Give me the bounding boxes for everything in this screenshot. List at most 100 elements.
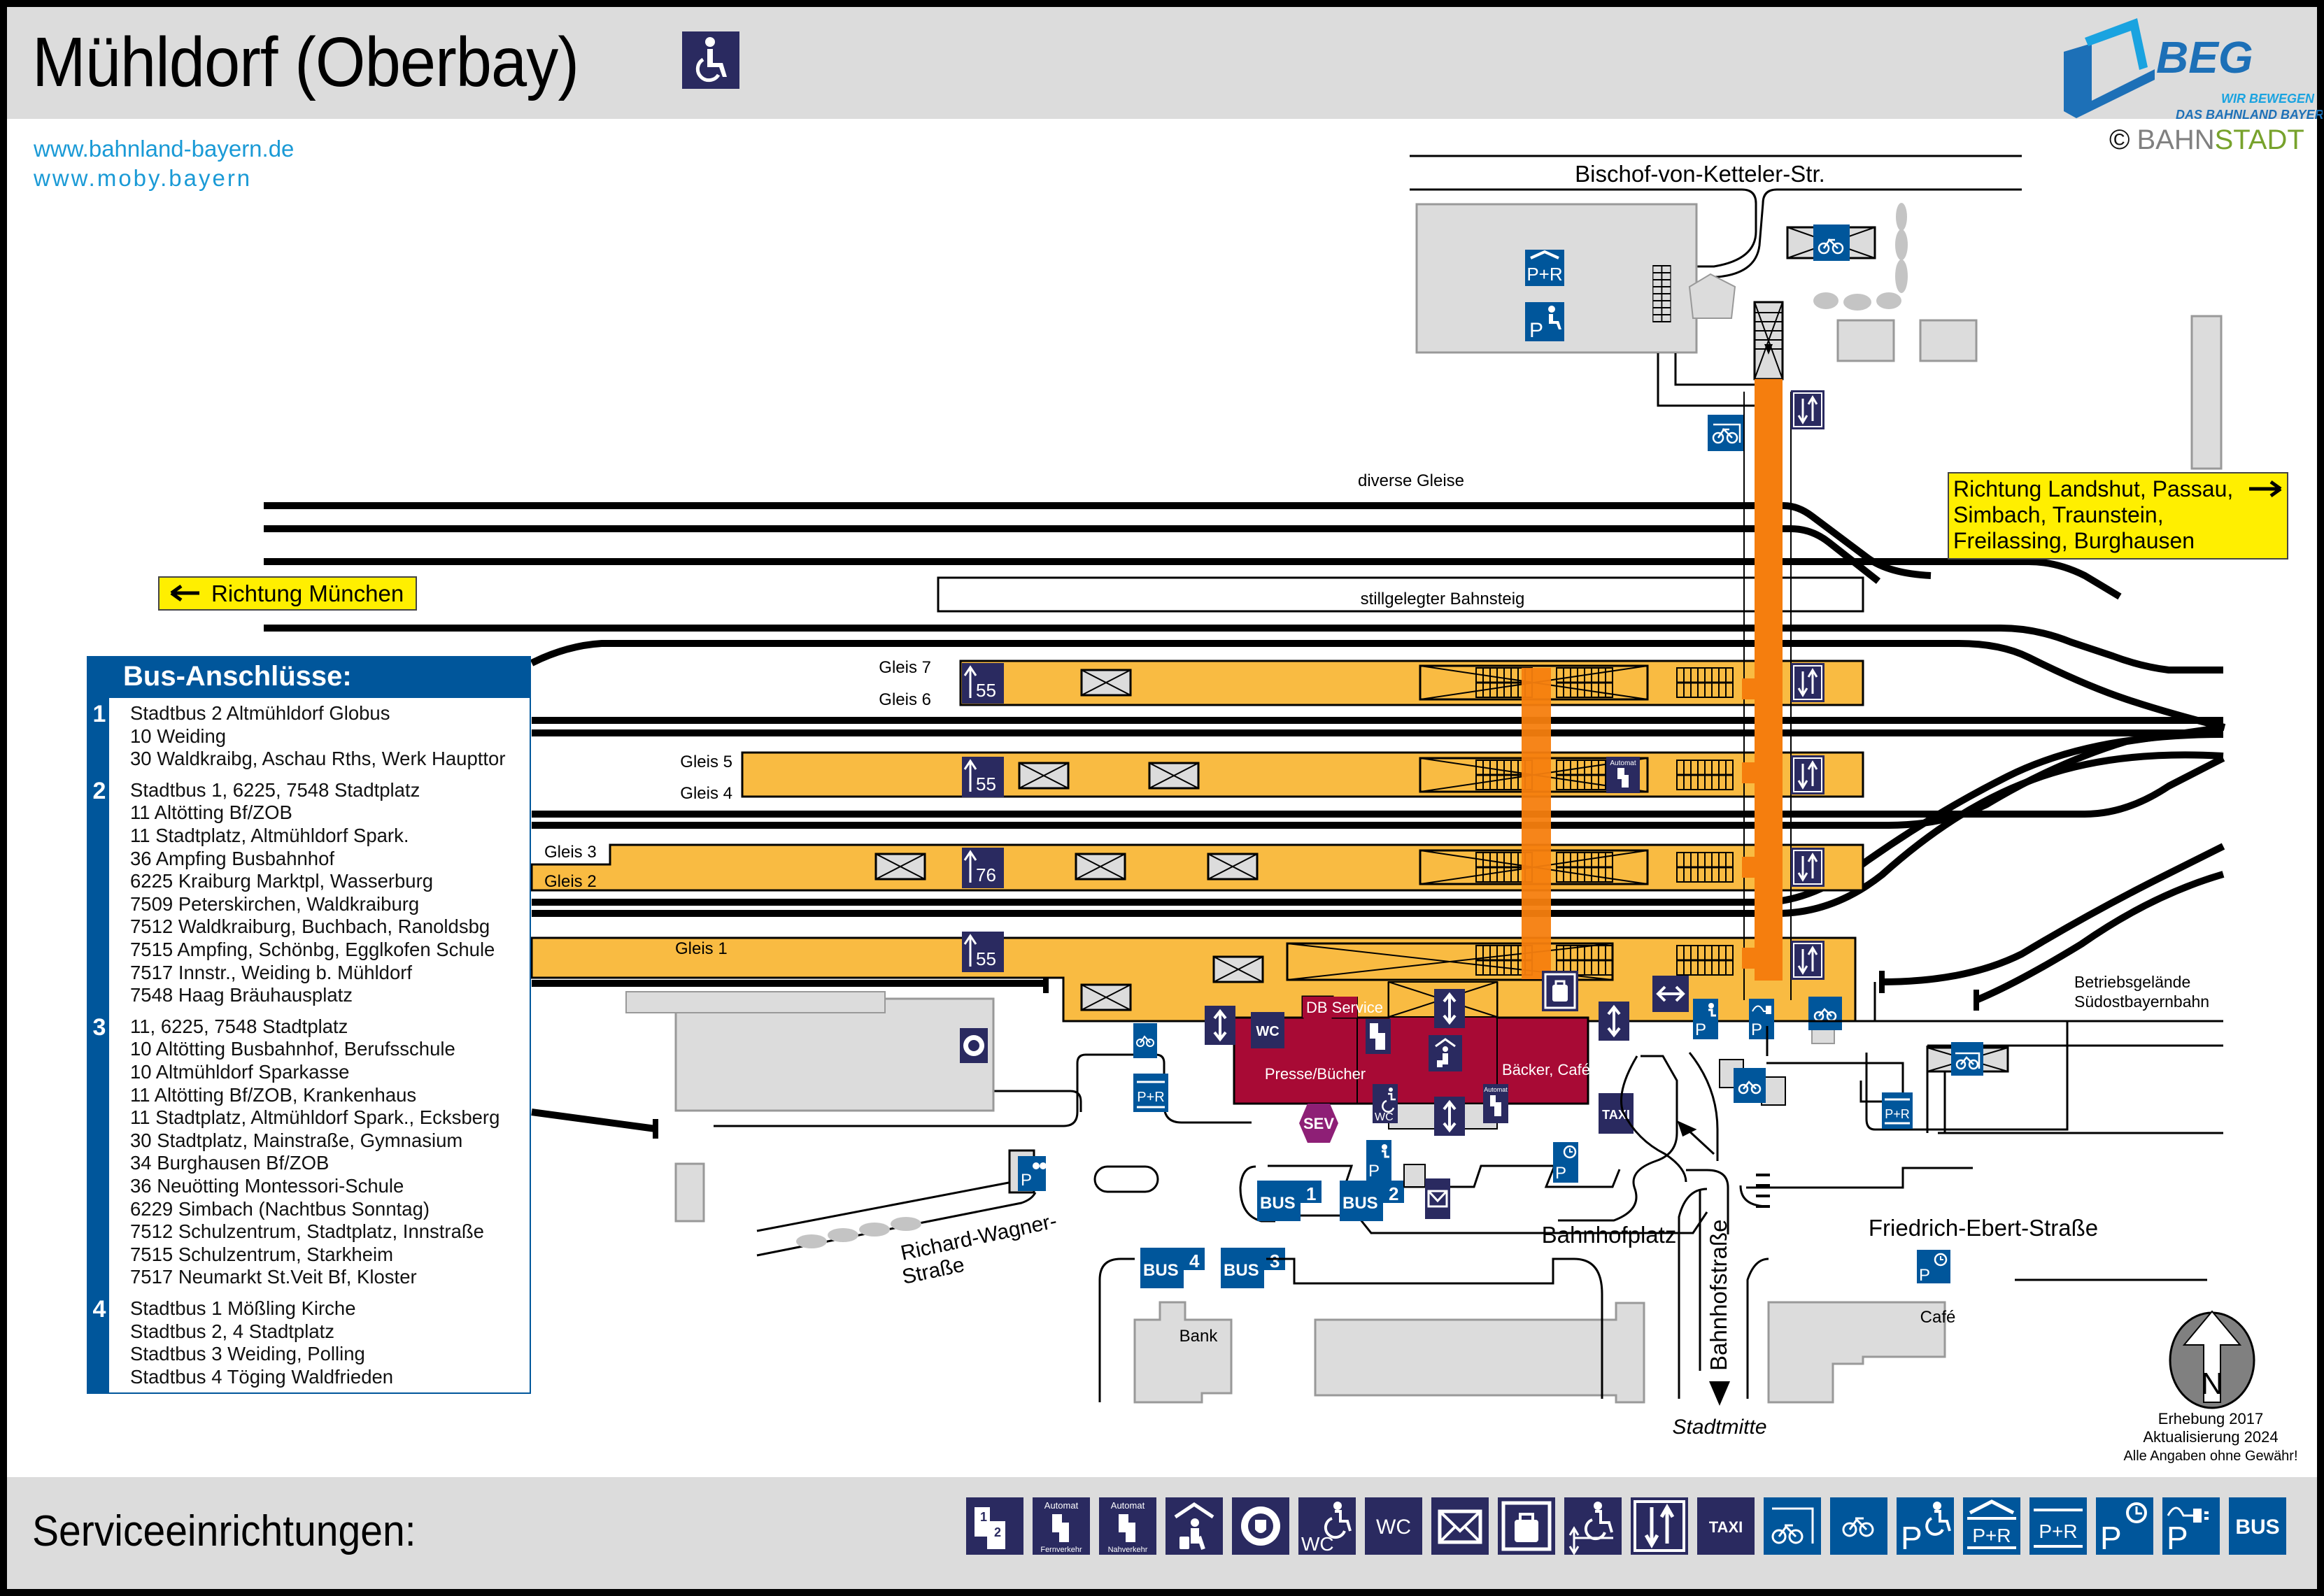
accessible-wc-icon: WC [1298, 1497, 1356, 1555]
bus-connections-title: Bus-Anschlüsse: [87, 656, 531, 697]
svg-text:Automat: Automat [1111, 1500, 1145, 1511]
bus-stop-2[interactable]: BUS 2 [1340, 1181, 1404, 1221]
accessible-parking-east[interactable]: P [1693, 999, 1718, 1039]
link-moby-bayern[interactable]: www.moby.bayern [34, 165, 253, 191]
sev-sign[interactable]: SEV [1299, 1104, 1338, 1143]
taxi-sign[interactable]: TAXI [1599, 1093, 1634, 1134]
copyright-part2: STADT [2214, 124, 2304, 155]
ticket-counter-sign[interactable] [1366, 1019, 1391, 1054]
header-bar: Mühldorf (Oberbay) BEG WIR BEWEGEN DAS B… [7, 7, 2324, 122]
accessible-parking-sign-garage[interactable]: P [1525, 302, 1564, 342]
platform-height-sign: 76 [962, 848, 1004, 888]
bus-line: 11, 6225, 7548 Stadtplatz [130, 1015, 348, 1037]
bus-line: 11 Stadtplatz, Altmühldorf Spark., Ecksb… [130, 1106, 500, 1129]
bus-stop-number: 4 [92, 1296, 106, 1323]
svg-text:BUS: BUS [1224, 1261, 1259, 1280]
bus-line: 7515 Ampfing, Schönbg, Egglkofen Schule [130, 938, 495, 960]
platform-height-sign: 55 [962, 932, 1004, 972]
bus-line: 7512 Schulzentrum, Stadtplatz, Innstraße [130, 1220, 484, 1243]
label-suedostbayernbahn: Südostbayernbahn [2074, 992, 2209, 1011]
link-bahnland-bayern[interactable]: www.bahnland-bayern.de [34, 136, 295, 162]
beg-logo[interactable]: BEG WIR BEWEGEN DAS BAHNLAND BAYERN [2057, 17, 2324, 122]
svg-text:Fernverkehr: Fernverkehr [1040, 1546, 1082, 1554]
services-label: Serviceeinrichtungen: [32, 1507, 416, 1555]
park-and-ride-garage-sign[interactable]: P+R [1525, 250, 1564, 286]
bus-stop-number: 3 [92, 1013, 106, 1041]
svg-text:3: 3 [1270, 1251, 1280, 1271]
ticket-machine-platform-4-5[interactable]: Automat [1606, 757, 1640, 793]
bus-line: 10 Weiding [130, 725, 227, 747]
arrow-left-icon [170, 584, 199, 602]
direction-sign-east: Richtung Landshut, Passau, Simbach, Trau… [1948, 472, 2288, 560]
accessible-parking-bahnhofplatz[interactable]: P [1366, 1140, 1391, 1181]
svg-text:P+R: P+R [1885, 1107, 1910, 1121]
beg-logo-name: BEG [2156, 32, 2253, 83]
covered-bike-parking-east[interactable] [1926, 1042, 2009, 1076]
svg-text:55: 55 [976, 774, 996, 795]
copyright-symbol: © [2109, 124, 2130, 155]
short-term-parking-friedrich-ebert[interactable]: P [1917, 1250, 1950, 1285]
luggage-locker-sign[interactable] [1542, 971, 1578, 1011]
park-and-ride-east[interactable]: P+R [1882, 1092, 1913, 1129]
stairs-east-underpass [1675, 667, 1734, 976]
covered-bike-parking-roundabout[interactable] [1719, 1059, 1786, 1106]
beg-tagline-1: WIR BEWEGEN [2221, 92, 2315, 106]
platform-height-sign: 55 [962, 757, 1004, 797]
bus-stop-3[interactable]: BUS 3 [1221, 1248, 1285, 1288]
accessible-wc-sign[interactable]: WC [1373, 1084, 1398, 1123]
label-presse-buecher: Presse/Bücher [1265, 1065, 1366, 1083]
ticket-machine-building[interactable]: Automat [1483, 1084, 1508, 1123]
ev-charging-parking-east[interactable]: P [1749, 999, 1774, 1039]
svg-text:P: P [1368, 1162, 1380, 1181]
label-gleis-4: Gleis 4 [680, 784, 732, 803]
ramp-sign[interactable] [1652, 976, 1689, 1012]
elevator-icon [1631, 1497, 1688, 1555]
motorbike-parking-sign[interactable]: P [1008, 1149, 1047, 1194]
east-underpass [1742, 379, 1792, 1000]
bike-parking-east[interactable] [1808, 997, 1842, 1030]
bus-line: Stadtbus 2, 4 Stadtplatz [130, 1320, 334, 1342]
svg-text:BUS: BUS [1342, 1194, 1378, 1213]
svg-text:TAXI: TAXI [1602, 1108, 1630, 1122]
park-and-ride-west[interactable]: P+R [1133, 1074, 1168, 1112]
label-disused-platform: stillgelegter Bahnsteig [1361, 590, 1525, 608]
svg-text:2: 2 [1389, 1183, 1398, 1204]
bus-line: 36 Neuötting Montessori-Schule [130, 1174, 404, 1197]
trees-richard-wagner [796, 1217, 921, 1248]
svg-text:P+R: P+R [1526, 264, 1562, 285]
federal-police-sign[interactable] [960, 1028, 988, 1063]
platform-height-sign: 55 [962, 663, 1004, 704]
bus-line: 7509 Peterskirchen, Waldkraiburg [130, 892, 420, 915]
svg-text:P: P [2100, 1520, 2122, 1555]
elevator-signs[interactable] [1791, 390, 1825, 980]
survey-line-1: Erhebung 2017 [2158, 1410, 2263, 1427]
waiting-room-sign[interactable] [1429, 1035, 1462, 1071]
wc-sign[interactable]: WC [1251, 1012, 1284, 1048]
mailbox-sign[interactable] [1403, 1164, 1450, 1219]
label-gleis-3: Gleis 3 [544, 843, 597, 862]
bus-line: 10 Altmühldorf Sparkasse [130, 1060, 350, 1083]
covered-bike-parking-icon [1764, 1497, 1821, 1555]
covered-bike-parking-underpass[interactable] [1708, 415, 1744, 451]
short-term-parking-bahnhofplatz[interactable]: P [1553, 1142, 1578, 1183]
bus-line: 30 Waldkraibg, Aschau Rths, Werk Hauptto… [130, 748, 506, 770]
svg-text:P: P [1919, 1266, 1930, 1285]
bus-line: 7517 Innstr., Weiding b. Mühldorf [130, 961, 413, 983]
bus-line: 30 Stadtplatz, Mainstraße, Gymnasium [130, 1129, 463, 1151]
covered-bike-parking-north[interactable] [1786, 225, 1876, 261]
svg-text:Nahverkehr: Nahverkehr [1108, 1546, 1148, 1554]
mailbox-icon [1431, 1497, 1489, 1555]
svg-text:1: 1 [1306, 1183, 1316, 1204]
stairs-signs[interactable] [1205, 989, 1629, 1136]
arrow-up-icon [963, 934, 977, 967]
svg-text:P+R: P+R [1972, 1525, 2011, 1546]
bus-line: 11 Altötting Bf/ZOB [130, 801, 292, 824]
website-links: www.bahnland-bayern.de www.moby.bayern [34, 134, 294, 193]
bike-parking-west[interactable] [1133, 1023, 1157, 1058]
label-cafe: Café [1920, 1308, 1956, 1327]
label-diverse-gleise: diverse Gleise [1358, 471, 1464, 490]
